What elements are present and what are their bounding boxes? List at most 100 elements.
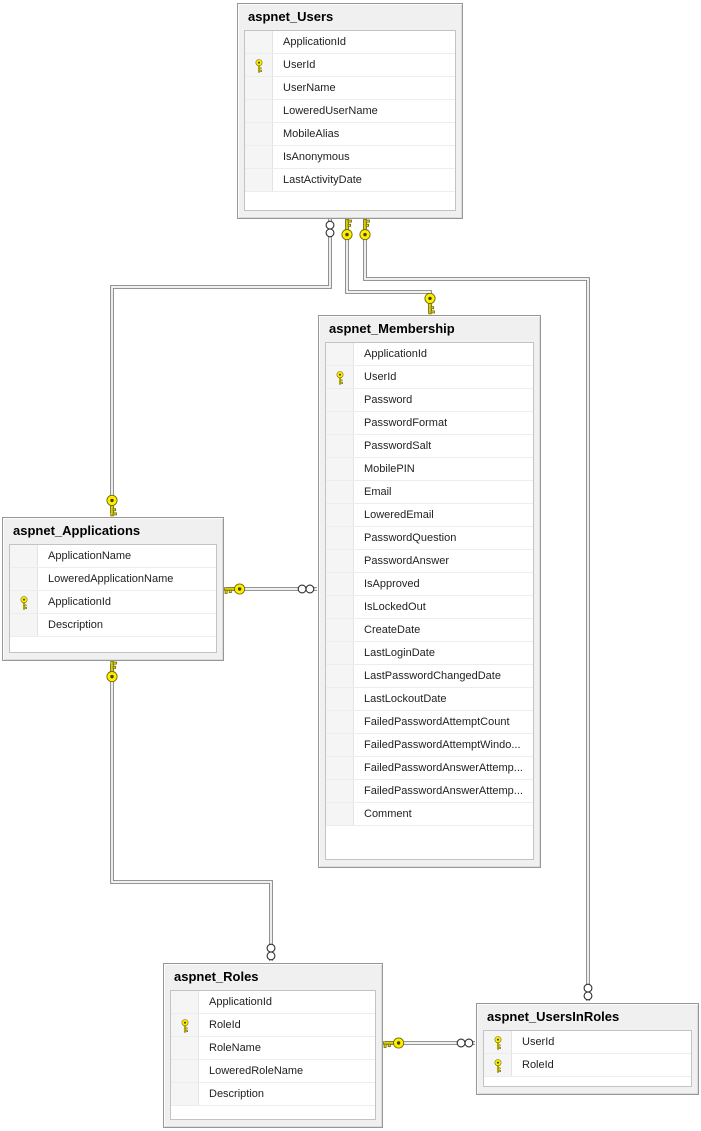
- table-row[interactable]: RoleName: [171, 1037, 375, 1060]
- column-name: PasswordSalt: [364, 440, 432, 452]
- row-gutter-key: [484, 1054, 512, 1076]
- column-name: LastLoginDate: [364, 647, 435, 659]
- column-name: CreateDate: [364, 624, 421, 636]
- table-row[interactable]: LoweredApplicationName: [10, 568, 216, 591]
- table-row[interactable]: MobilePIN: [326, 458, 533, 481]
- column-name: LoweredEmail: [364, 509, 434, 521]
- row-gutter: [326, 573, 354, 595]
- row-gutter: [10, 614, 38, 636]
- column-name: Password: [364, 394, 413, 406]
- table-row[interactable]: Email: [326, 481, 533, 504]
- many-end-icon: [297, 584, 315, 594]
- key-end-icon: [424, 292, 436, 315]
- table-row[interactable]: PasswordSalt: [326, 435, 533, 458]
- many-end-icon: [266, 943, 276, 961]
- column-name: IsAnonymous: [283, 151, 350, 163]
- relationship-users-usersinroles[interactable]: [359, 218, 593, 1001]
- row-gutter-key: [484, 1031, 512, 1053]
- row-gutter: [171, 1060, 199, 1082]
- table-row[interactable]: LoweredEmail: [326, 504, 533, 527]
- column-name: FailedPasswordAnswerAttemp...: [364, 762, 523, 774]
- column-name: PasswordFormat: [364, 417, 448, 429]
- table-row[interactable]: FailedPasswordAttemptCount: [326, 711, 533, 734]
- table-row[interactable]: LastLoginDate: [326, 642, 533, 665]
- row-gutter: [171, 1083, 199, 1105]
- table-row[interactable]: UserId: [484, 1031, 691, 1054]
- relationship-users-membership[interactable]: [341, 218, 436, 315]
- table-row[interactable]: PasswordAnswer: [326, 550, 533, 573]
- row-gutter: [326, 389, 354, 411]
- table-row[interactable]: Description: [10, 614, 216, 637]
- column-name: LastActivityDate: [283, 174, 362, 186]
- column-name: Description: [209, 1088, 265, 1100]
- relationship-applications-roles[interactable]: [106, 660, 276, 961]
- table-row[interactable]: ApplicationId: [10, 591, 216, 614]
- row-gutter: [326, 803, 354, 825]
- table-row[interactable]: MobileAlias: [245, 123, 455, 146]
- row-gutter: [326, 734, 354, 756]
- table-row[interactable]: IsLockedOut: [326, 596, 533, 619]
- table-row[interactable]: Password: [326, 389, 533, 412]
- row-gutter: [326, 343, 354, 365]
- column-name: FailedPasswordAttemptWindo...: [364, 739, 521, 751]
- table-row[interactable]: ApplicationId: [326, 343, 533, 366]
- column-name: IsApproved: [364, 578, 420, 590]
- table-row[interactable]: FailedPasswordAnswerAttemp...: [326, 757, 533, 780]
- table-row[interactable]: ApplicationId: [171, 991, 375, 1014]
- table-row[interactable]: LastLockoutDate: [326, 688, 533, 711]
- table-row[interactable]: Comment: [326, 803, 533, 826]
- table-title[interactable]: aspnet_UsersInRoles: [487, 1009, 620, 1024]
- table-row[interactable]: FailedPasswordAttemptWindo...: [326, 734, 533, 757]
- table-row[interactable]: LastActivityDate: [245, 169, 455, 192]
- table-row[interactable]: RoleId: [171, 1014, 375, 1037]
- row-gutter: [245, 146, 273, 168]
- table-row[interactable]: LoweredUserName: [245, 100, 455, 123]
- row-gutter: [326, 458, 354, 480]
- table-row[interactable]: LastPasswordChangedDate: [326, 665, 533, 688]
- table-row[interactable]: CreateDate: [326, 619, 533, 642]
- row-gutter: [171, 1037, 199, 1059]
- row-gutter: [326, 481, 354, 503]
- table-row[interactable]: PasswordQuestion: [326, 527, 533, 550]
- table-row[interactable]: IsApproved: [326, 573, 533, 596]
- relationship-applications-users[interactable]: [106, 219, 335, 517]
- table-row[interactable]: PasswordFormat: [326, 412, 533, 435]
- relationship-applications-membership[interactable]: [223, 583, 317, 595]
- key-end-icon: [359, 218, 371, 241]
- table-row[interactable]: UserId: [326, 366, 533, 389]
- key-end-icon: [382, 1037, 405, 1049]
- column-name: LastPasswordChangedDate: [364, 670, 501, 682]
- primary-key-icon: [494, 1035, 501, 1050]
- table-row[interactable]: RoleId: [484, 1054, 691, 1077]
- table-title[interactable]: aspnet_Users: [248, 9, 334, 24]
- primary-key-icon: [181, 1018, 188, 1033]
- column-name: Comment: [364, 808, 412, 820]
- many-end-icon: [325, 220, 335, 238]
- table-title[interactable]: aspnet_Membership: [329, 321, 455, 336]
- table-row[interactable]: UserId: [245, 54, 455, 77]
- table-row[interactable]: IsAnonymous: [245, 146, 455, 169]
- column-name: IsLockedOut: [364, 601, 426, 613]
- table-row[interactable]: UserName: [245, 77, 455, 100]
- key-end-icon: [106, 494, 118, 517]
- primary-key-icon: [255, 58, 262, 73]
- column-name: RoleId: [522, 1059, 554, 1071]
- column-name: MobilePIN: [364, 463, 415, 475]
- table-row[interactable]: LoweredRoleName: [171, 1060, 375, 1083]
- table-row[interactable]: FailedPasswordAnswerAttemp...: [326, 780, 533, 803]
- table-row[interactable]: ApplicationId: [245, 31, 455, 54]
- column-name: RoleName: [209, 1042, 261, 1054]
- table-row[interactable]: ApplicationName: [10, 545, 216, 568]
- row-gutter: [10, 568, 38, 590]
- relationship-roles-usersinroles[interactable]: [382, 1037, 475, 1049]
- table-title[interactable]: aspnet_Applications: [13, 523, 141, 538]
- table-title[interactable]: aspnet_Roles: [174, 969, 259, 984]
- table-row[interactable]: Description: [171, 1083, 375, 1106]
- row-gutter: [245, 31, 273, 53]
